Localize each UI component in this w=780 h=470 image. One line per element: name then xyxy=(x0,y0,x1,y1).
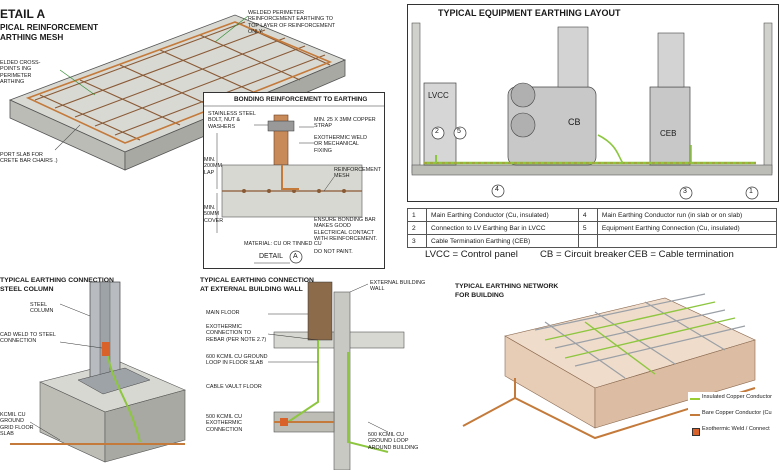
detail-caption: DETAIL xyxy=(259,253,283,260)
equipment-panel: TYPICAL EQUIPMENT EARTHING LAYOUT LVCC C… xyxy=(407,4,779,202)
label-cross-points: ELDED CROSS-POINTS ING PERIMETER ARTHING xyxy=(0,60,41,86)
label-grid: KCMIL Cu GROUND GRID FLOOR SLAB xyxy=(0,412,34,438)
steel-title-1: TYPICAL EARTHING CONNECTION xyxy=(0,277,114,284)
label-cover: MIN. 50mm COVER xyxy=(204,205,224,224)
label-paint: DO NOT PAINT. xyxy=(314,249,353,255)
equipment-drawing xyxy=(411,22,773,200)
detail-a-title-2: PICAL REINFORCEMENT xyxy=(0,23,99,32)
label-cad: CAD WELD TO STEEL CONNECTION xyxy=(0,332,56,345)
label-600: 600 KCMIL Cu GROUND LOOP IN FLOOR SLAB xyxy=(206,354,268,367)
steel-column-panel: TYPICAL EARTHING CONNECTION STEEL COLUMN… xyxy=(0,272,190,470)
legend-bare: Bare Copper Conductor (Cu xyxy=(688,410,780,420)
legend-text: Equipment Earthing Connection (Cu, insul… xyxy=(596,221,778,235)
label-mesh: REINFORCEMENT MESH xyxy=(334,167,381,180)
detail-a-title-1: ETAIL A xyxy=(0,7,46,21)
legend-text xyxy=(596,234,778,248)
legend-insulated: Insulated Copper Conductor xyxy=(688,394,780,404)
ceb-label: CEB xyxy=(660,129,677,138)
legend-insulated-label: Insulated Copper Conductor xyxy=(702,394,772,400)
label-bolt: STAINLESS STEEL BOLT, NUT & WASHERS xyxy=(208,111,256,130)
legend-num: 1 xyxy=(407,208,427,222)
detail-letter: A xyxy=(293,253,298,260)
legend-row: 1 Main Earthing Conductor (Cu, insulated… xyxy=(407,208,778,222)
lvcc-label: LVCC xyxy=(428,91,449,100)
wall-title-2: AT EXTERNAL BUILDING WALL xyxy=(200,286,303,293)
label-strap: MIN. 25 x 3mm COPPER STRAP xyxy=(314,117,376,130)
label-500-loop: 500 KCMIL Cu GROUND LOOP AROUND BUILDING xyxy=(368,432,419,451)
network-legend: Insulated Copper Conductor Bare Copper C… xyxy=(688,392,780,450)
legend-bare-label: Bare Copper Conductor (Cu xyxy=(702,410,772,416)
label-lap: MIN. 200mm LAP xyxy=(204,157,222,176)
bonding-drawing xyxy=(204,105,384,264)
label-vault: CABLE VAULT FLOOR xyxy=(206,384,262,390)
legend-num: 4 xyxy=(577,208,598,222)
abbr-cb: CB = Circuit breaker xyxy=(540,249,627,260)
legend-weld: Exothermic Weld / Connect xyxy=(688,426,780,436)
detail-a-panel: ETAIL A PICAL REINFORCEMENT ARTHING MESH… xyxy=(0,0,400,272)
external-wall-panel: TYPICAL EARTHING CONNECTION AT EXTERNAL … xyxy=(198,272,438,470)
legend-num: 2 xyxy=(407,221,427,235)
legend-insulated-swatch xyxy=(690,398,700,400)
callout-4: 4 xyxy=(495,186,499,193)
callout-5: 5 xyxy=(457,128,461,135)
network-title-2: FOR BUILDING xyxy=(455,292,505,299)
legend-num xyxy=(577,234,598,248)
label-500-exo: 500 KCMIL Cu EXOTHERMIC CONNECTION xyxy=(206,414,243,433)
callout-2: 2 xyxy=(435,128,439,135)
network-panel: TYPICAL EARTHING NETWORK FOR BUILDING xyxy=(455,278,780,470)
legend-weld-label: Exothermic Weld / Connect xyxy=(702,426,770,432)
legend-text: Connection to LV Earthing Bar in LVCC xyxy=(426,221,579,235)
equipment-legend-table: 1 Main Earthing Conductor (Cu, insulated… xyxy=(407,208,778,248)
legend-bare-swatch xyxy=(690,414,700,416)
bonding-inset: BONDING REINFORCEMENT TO EARTHING xyxy=(203,92,385,269)
abbr-lvcc: LVCC = Control panel xyxy=(425,249,518,260)
label-main-floor: MAIN FLOOR xyxy=(206,310,240,316)
steel-title-2: STEEL COLUMN xyxy=(0,286,54,293)
label-wall: EXTERNAL BUILDING WALL xyxy=(370,280,426,293)
network-title-1: TYPICAL EARTHING NETWORK xyxy=(455,283,559,290)
network-drawing xyxy=(462,293,777,440)
external-wall-drawing xyxy=(267,281,405,470)
label-exo: EXOTHERMIC CONNECTION TO REBAR (PER NOTE… xyxy=(206,324,267,343)
label-material: MATERIAL: Cu OR TINNED Cu xyxy=(244,241,322,247)
legend-num: 5 xyxy=(577,221,598,235)
cb-label: CB xyxy=(568,117,581,127)
steel-column-drawing xyxy=(10,281,186,463)
legend-num: 3 xyxy=(407,234,427,248)
legend-row: 3 Cable Termination Earthing (CEB) xyxy=(407,234,778,248)
label-contact: ENSURE BONDING BAR MAKES GOOD ELECTRICAL… xyxy=(314,217,378,243)
equipment-title: TYPICAL EQUIPMENT EARTHING LAYOUT xyxy=(438,8,621,18)
wall-title-1: TYPICAL EARTHING CONNECTION xyxy=(200,277,314,284)
legend-text: Cable Termination Earthing (CEB) xyxy=(426,234,579,248)
callout-1: 1 xyxy=(749,188,753,195)
bonding-title: BONDING REINFORCEMENT TO EARTHING xyxy=(234,96,368,103)
legend-weld-swatch xyxy=(692,428,700,436)
detail-a-title-3: ARTHING MESH xyxy=(0,33,64,42)
abbr-ceb: CEB = Cable termination xyxy=(628,249,734,260)
legend-row: 2 Connection to LV Earthing Bar in LVCC … xyxy=(407,221,778,235)
label-support-slab: PORT SLAB FOR CRETE BAR CHAIRS .) xyxy=(0,152,58,165)
callout-3: 3 xyxy=(683,188,687,195)
legend-text: Main Earthing Conductor run (in slab or … xyxy=(596,208,778,222)
label-exothermic: EXOTHERMIC WELD OR MECHANICAL FIXING xyxy=(314,135,368,154)
legend-text: Main Earthing Conductor (Cu, insulated) xyxy=(426,208,579,222)
label-column: STEEL COLUMN xyxy=(30,302,54,315)
label-welded-perimeter: WELDED PERIMETER REINFORCEMENT EARTHING … xyxy=(248,10,336,36)
